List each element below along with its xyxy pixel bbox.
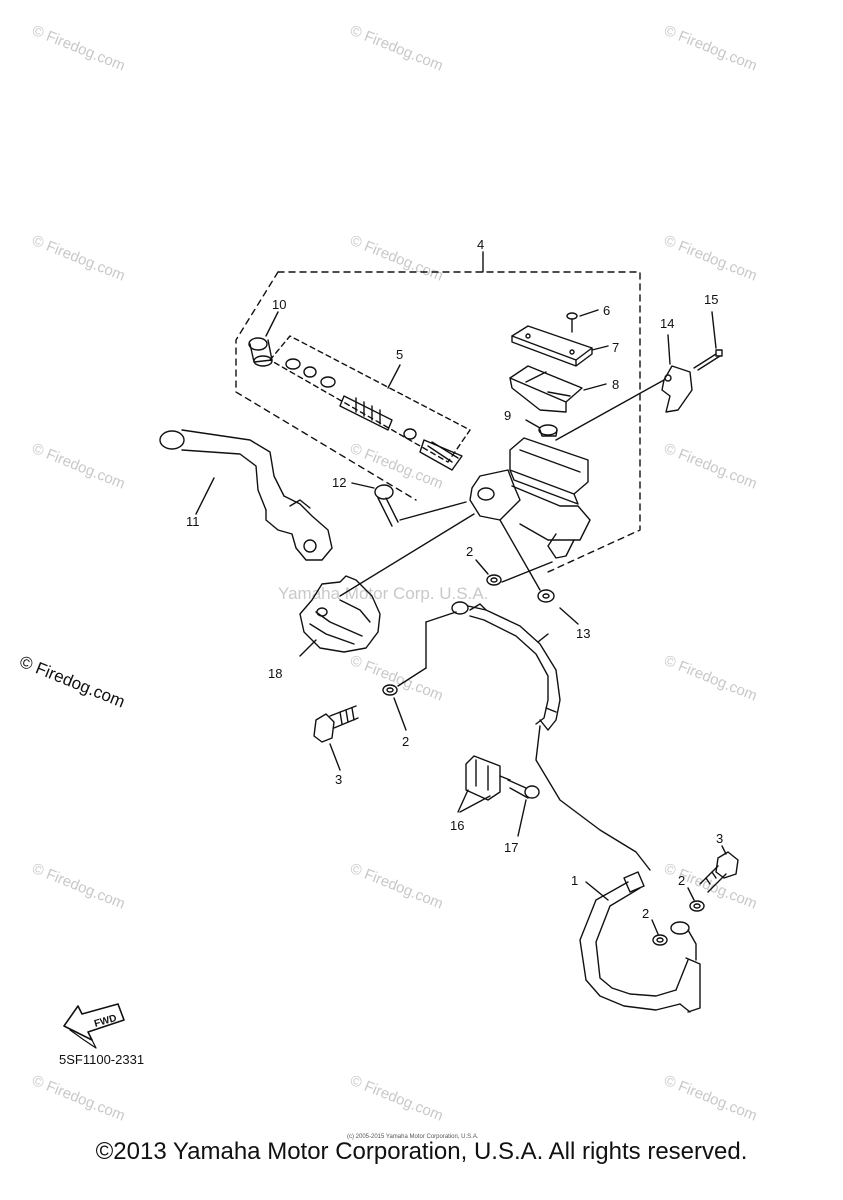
leader-12 — [351, 482, 375, 489]
part-2-washer-a — [486, 574, 502, 586]
callout-3: 3 — [335, 772, 342, 787]
callout-18: 18 — [268, 666, 282, 681]
callout-2: 2 — [402, 734, 409, 749]
leader-12b — [399, 501, 467, 521]
leader-3b — [721, 845, 727, 855]
leader-13 — [559, 607, 579, 625]
callout-17: 17 — [504, 840, 518, 855]
tiny-copyright: (c) 2005-2015 Yamaha Motor Corporation, … — [347, 1134, 479, 1140]
leader-3a — [329, 743, 341, 771]
callout-2: 2 — [642, 906, 649, 921]
part-15-bolt — [693, 349, 723, 371]
callout-9: 9 — [504, 408, 511, 423]
leader-9 — [525, 419, 541, 429]
piston-kit-boundary — [269, 335, 471, 463]
part-3-bolt-b — [699, 851, 739, 893]
leader-8 — [583, 383, 607, 391]
leader-1b — [425, 611, 457, 623]
part-16-clamp — [465, 755, 511, 801]
leader-7 — [591, 345, 609, 351]
callout-16: 16 — [450, 818, 464, 833]
callout-12: 12 — [332, 475, 346, 490]
footer-copyright: ©2013 Yamaha Motor Corporation, U.S.A. A… — [95, 1138, 748, 1165]
part-2-washer-d — [652, 934, 668, 946]
callout-2: 2 — [466, 544, 473, 559]
leader-11 — [195, 477, 215, 515]
part-2-washer-b — [382, 684, 398, 696]
part-14-holder — [661, 365, 693, 413]
callout-6: 6 — [603, 303, 610, 318]
leader-16a — [457, 789, 469, 813]
leader-2c — [687, 887, 695, 901]
callout-3: 3 — [716, 831, 723, 846]
callout-15: 15 — [704, 292, 718, 307]
leader-6 — [579, 309, 599, 317]
callout-13: 13 — [576, 626, 590, 641]
leader-1d — [397, 667, 427, 687]
callout-4: 4 — [477, 237, 484, 252]
part-5-piston-kit — [285, 358, 463, 471]
callout-8: 8 — [612, 377, 619, 392]
leader-18b — [339, 513, 475, 597]
leader-5 — [387, 364, 401, 389]
leader-14 — [667, 334, 671, 365]
master-cylinder-body — [469, 437, 591, 559]
leader-14b — [555, 379, 665, 441]
part-10-cap — [248, 337, 273, 367]
part-2-washer-c — [689, 900, 705, 912]
part-12-pivot-bolt — [374, 484, 399, 527]
callout-14: 14 — [660, 316, 674, 331]
callout-labels: 4 10 5 6 15 7 14 8 9 12 11 2 13 18 2 3 1… — [186, 237, 723, 921]
leader-16b — [459, 795, 491, 813]
part-3-bolt-a — [313, 705, 359, 743]
part-6-screw — [566, 312, 578, 333]
callout-10: 10 — [272, 297, 286, 312]
callout-2: 2 — [678, 873, 685, 888]
leader-2b — [393, 697, 407, 731]
leader-10 — [265, 311, 279, 337]
fwd-arrow-icon — [63, 1003, 125, 1049]
center-watermark: Yamaha Motor Corp. U.S.A. — [278, 584, 489, 603]
leader-1 — [585, 881, 609, 901]
leader-2d — [651, 919, 659, 935]
part-11-lever — [159, 429, 333, 561]
callout-11: 11 — [186, 514, 200, 529]
callout-5: 5 — [396, 347, 403, 362]
fwd-label: FWD — [93, 1013, 118, 1030]
leader-13b — [499, 519, 541, 591]
callout-1: 1 — [571, 873, 578, 888]
part-9-float — [538, 424, 558, 437]
leader-17 — [517, 799, 527, 837]
leader-18 — [299, 639, 317, 657]
callout-7: 7 — [612, 340, 619, 355]
part-17-screw — [507, 779, 540, 799]
part-code: 5SF1100-2331 — [59, 1052, 145, 1067]
part-1-hose — [451, 601, 701, 1013]
part-8-diaphragm — [509, 365, 583, 413]
assembly-boundary — [235, 271, 641, 573]
part-13-nut — [537, 589, 555, 603]
part-7-reservoir-cap — [511, 325, 593, 367]
leader-2a-b — [501, 561, 553, 583]
leader-15 — [711, 311, 717, 349]
leader-2a — [475, 559, 489, 575]
part-18-switch — [299, 575, 381, 653]
